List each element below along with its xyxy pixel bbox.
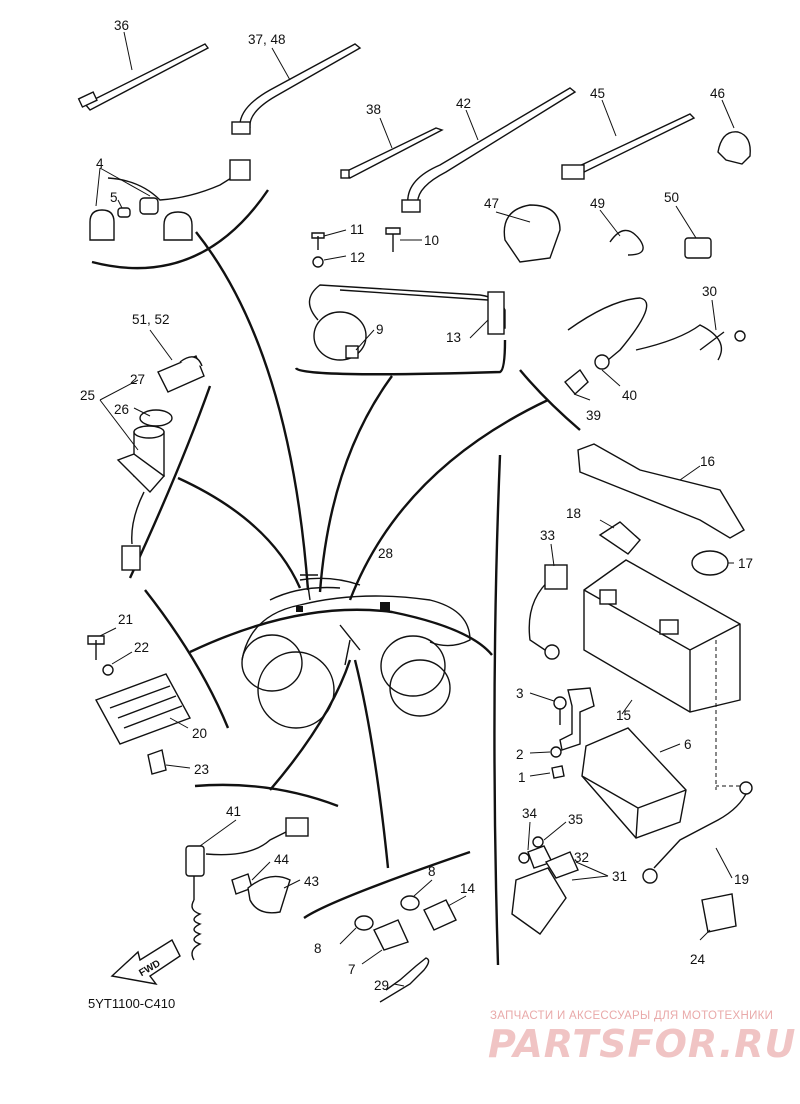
callout: 34 [522,806,538,821]
trunk-line [318,375,393,593]
callout: 29 [374,978,389,993]
callout: 9 [376,322,384,337]
callout: 11 [350,222,364,237]
group-boundary-battery [493,454,502,966]
callout: 2 [516,747,524,762]
callout: 8 [428,864,436,879]
callout: 26 [114,402,129,417]
watermark-tagline: ЗАПЧАСТИ И АКСЕССУАРЫ ДЛЯ МОТОТЕХНИКИ [490,1010,774,1022]
cable-tie-42 [407,87,577,206]
callout: 42 [456,96,471,111]
callout: 51, 52 [132,312,170,327]
callout: 27 [130,372,145,387]
trunk-line [348,398,549,601]
callout: 19 [734,872,749,887]
callout: 39 [586,408,601,423]
fwd-arrow: FWD [110,938,181,986]
vehicle-coil-marker [296,606,303,612]
callout: 7 [348,962,356,977]
callout: 30 [702,284,717,299]
callout: 22 [134,640,149,655]
trunk-line [353,659,390,869]
trunk-line [195,231,310,591]
callout: 44 [274,852,290,867]
neutral-switch-group [185,817,309,961]
callout: 1 [518,770,526,785]
callout: 50 [664,190,679,205]
callout: 43 [304,874,319,889]
callout: 41 [226,804,241,819]
sensor-group [495,204,746,401]
callout: 20 [192,726,207,741]
trunk-line [177,476,302,589]
callout: 6 [684,737,692,752]
callout: 15 [616,708,631,723]
callout: 24 [690,952,706,967]
callout: 45 [590,86,605,101]
callout: 10 [424,233,439,248]
group-boundary-top-left [91,189,269,270]
callout: 49 [590,196,605,211]
battery-group [511,443,753,941]
cable-tie-37-48 [239,43,362,129]
callout: 8 [314,941,322,956]
clip-46 [717,131,751,165]
trunk-line [269,659,352,791]
group-boundary-rectifier [144,589,230,729]
watermark-brand: PARTSFOR.RU [488,1022,797,1066]
callout: 28 [378,546,393,561]
callout: 5 [110,190,118,205]
callout: 21 [118,612,133,627]
callout: 14 [460,881,476,896]
callout: 35 [568,812,583,827]
cable-tie-38 [343,127,444,179]
rectifier-group [87,627,192,775]
callout: 25 [80,388,95,403]
callout: 37, 48 [248,32,286,47]
group-boundary-coil [294,339,507,376]
ignition-switch-group [99,329,205,571]
callout: 23 [194,762,209,777]
callout: 4 [96,156,104,171]
callout: 46 [710,86,725,101]
sender-group [339,879,467,1003]
callout: 16 [700,454,715,469]
callout: 3 [516,686,524,701]
group-boundary-switch [128,385,212,579]
group-boundary-neutral [194,783,339,808]
callout: 12 [350,250,365,265]
group-boundary-sender [303,850,471,919]
callout: 47 [484,196,499,211]
callout: 17 [738,556,753,571]
cable-tie-45 [573,113,696,175]
callout: 38 [366,102,381,117]
callout: 33 [540,528,555,543]
callout: 18 [566,506,581,521]
vehicle-ecu-marker [380,602,390,611]
harness-group-4-5 [89,159,251,241]
vehicle-silhouette [241,571,471,729]
callout: 32 [574,850,589,865]
trunk-line [189,608,493,656]
callout: 40 [622,388,637,403]
callout: 36 [114,18,129,33]
cable-tie-36 [83,43,210,111]
callout: 31 [612,869,627,884]
callout: 13 [446,330,461,345]
callout-numbers: 1 2 3 4 5 6 7 8 8 9 10 11 12 13 14 15 16… [80,18,753,993]
ignition-coil-group [308,227,506,361]
diagram-code: 5YT1100-C410 [88,996,176,1011]
